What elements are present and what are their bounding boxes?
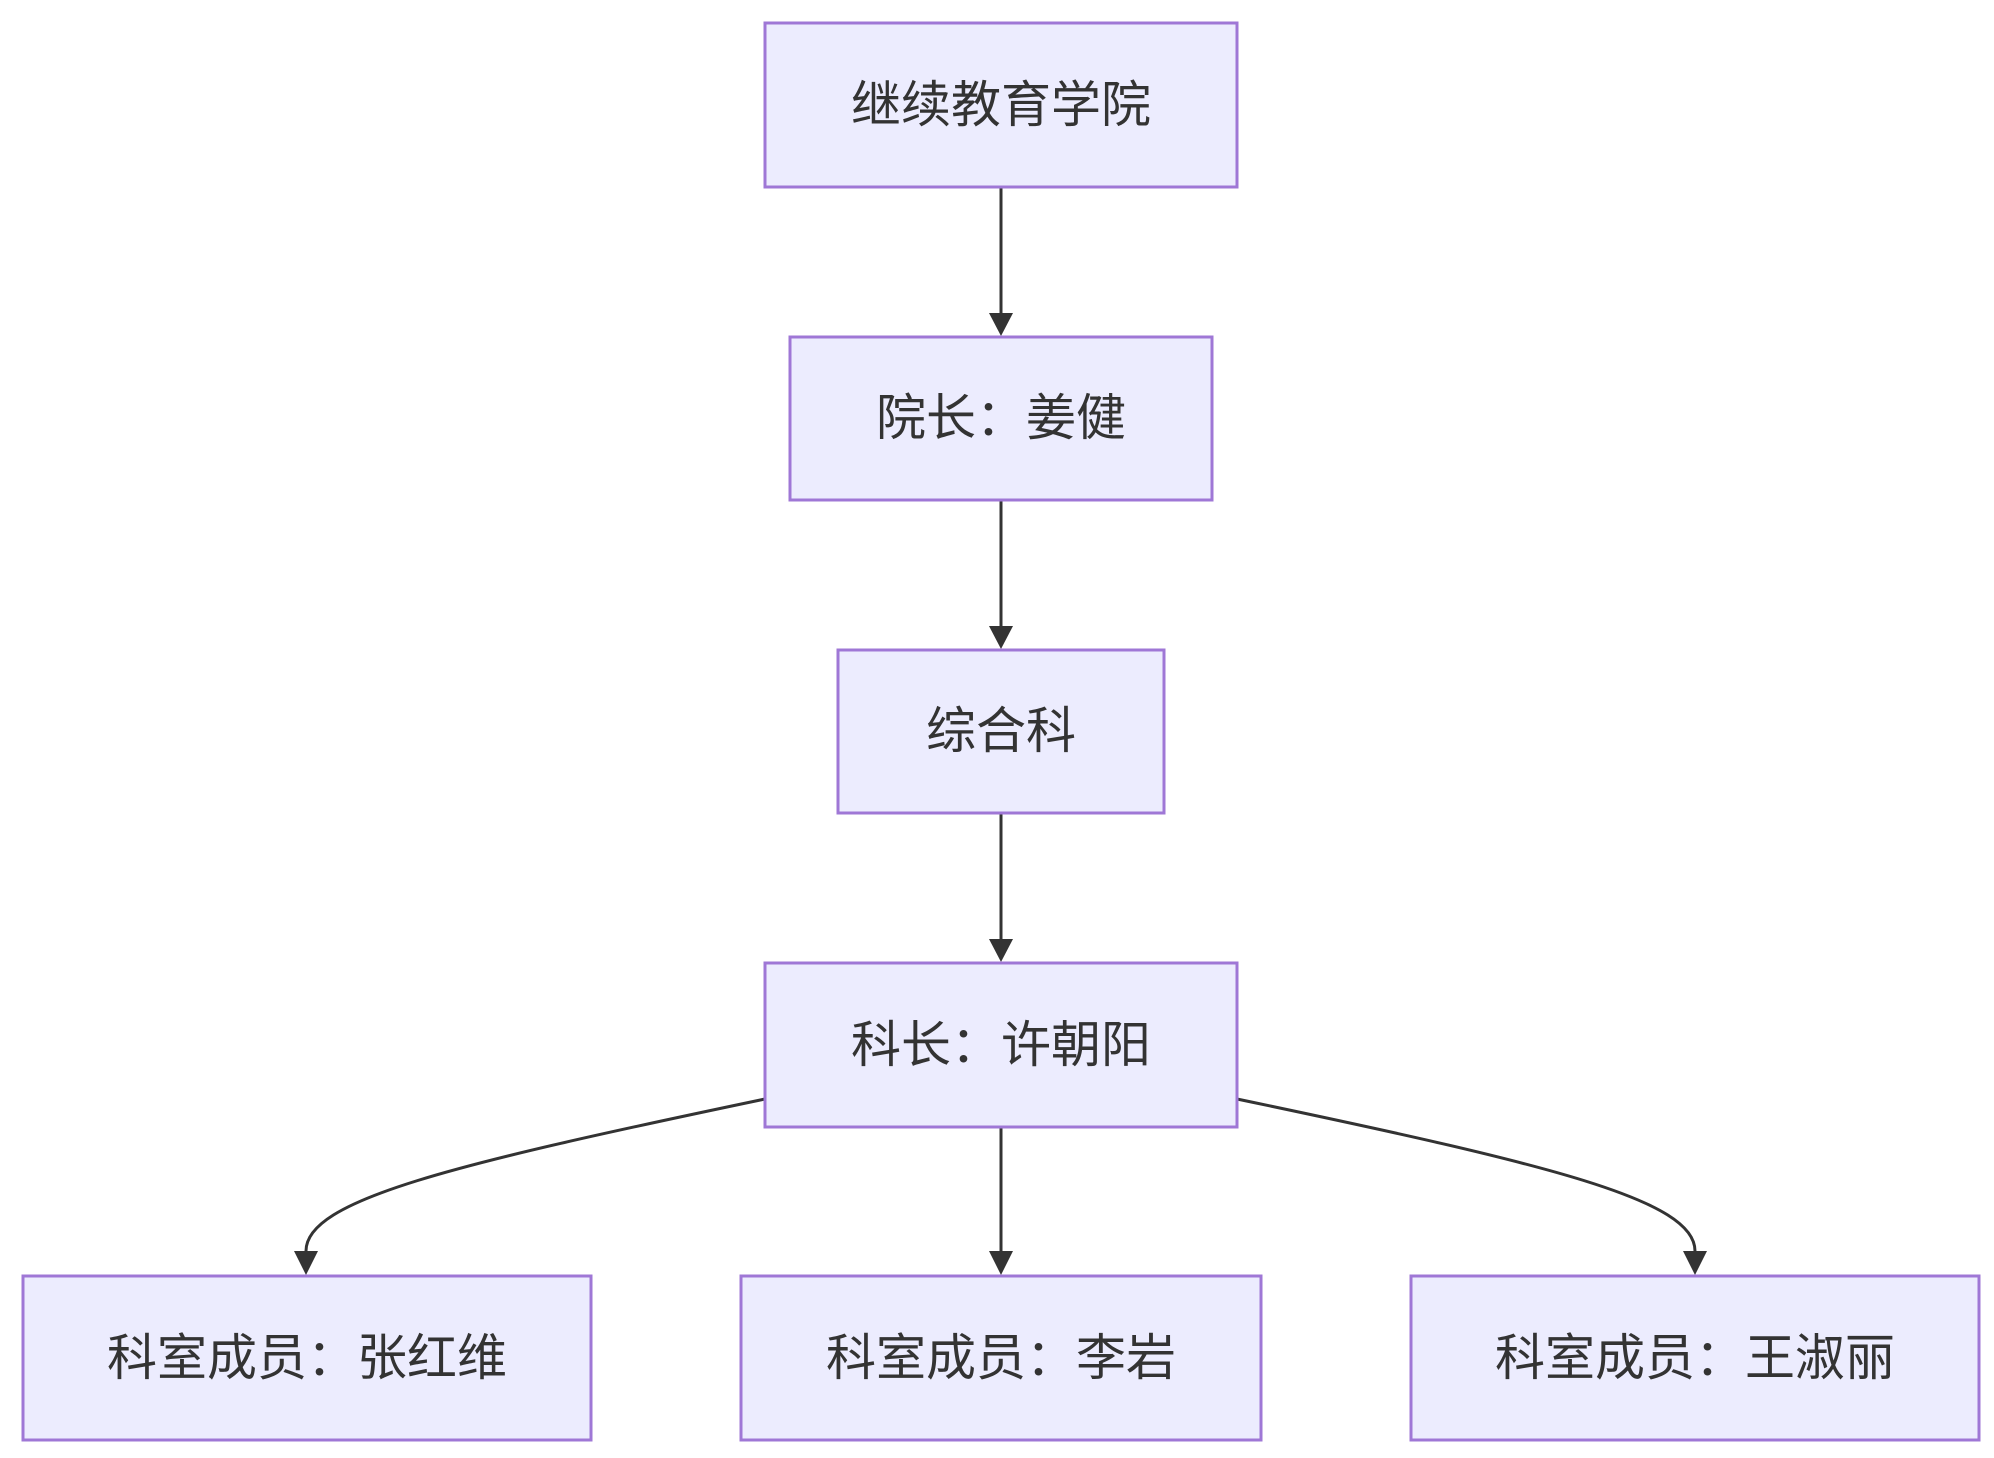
node-chief: 科长：许朝阳	[763, 961, 1239, 1129]
node-member1-box	[21, 1274, 593, 1442]
arrowhead-member2	[989, 1251, 1013, 1275]
node-college-label: 继续教育学院	[851, 76, 1151, 134]
node-office: 综合科	[836, 648, 1166, 815]
node-member3-label: 科室成员：王淑丽	[1495, 1329, 1895, 1387]
node-dean-box	[788, 335, 1214, 502]
node-college-box	[763, 21, 1239, 189]
node-office-box	[836, 648, 1166, 815]
arrowhead-office	[989, 626, 1013, 649]
edge-chief-to-member3	[1236, 1097, 1697, 1252]
node-chief-box	[763, 961, 1239, 1129]
node-member3: 科室成员：王淑丽	[1409, 1274, 1981, 1442]
node-dean: 院长：姜健	[788, 335, 1214, 502]
arrowhead-chief	[989, 939, 1013, 962]
node-dean-label: 院长：姜健	[876, 389, 1126, 447]
node-member2-label: 科室成员：李岩	[826, 1329, 1176, 1387]
node-member1-label: 科室成员：张红维	[107, 1329, 507, 1387]
node-office-label: 综合科	[926, 702, 1076, 760]
arrowhead-dean	[989, 313, 1013, 336]
node-member3-box	[1409, 1274, 1981, 1442]
edges	[294, 187, 1707, 1275]
node-member2-box	[739, 1274, 1263, 1442]
node-member2: 科室成员：李岩	[739, 1274, 1263, 1442]
node-college: 继续教育学院	[763, 21, 1239, 189]
arrowhead-member3	[1683, 1251, 1707, 1275]
node-chief-label: 科长：许朝阳	[851, 1016, 1151, 1074]
edge-chief-to-member1	[304, 1097, 766, 1252]
arrowhead-member1	[294, 1251, 318, 1275]
node-member1: 科室成员：张红维	[21, 1274, 593, 1442]
